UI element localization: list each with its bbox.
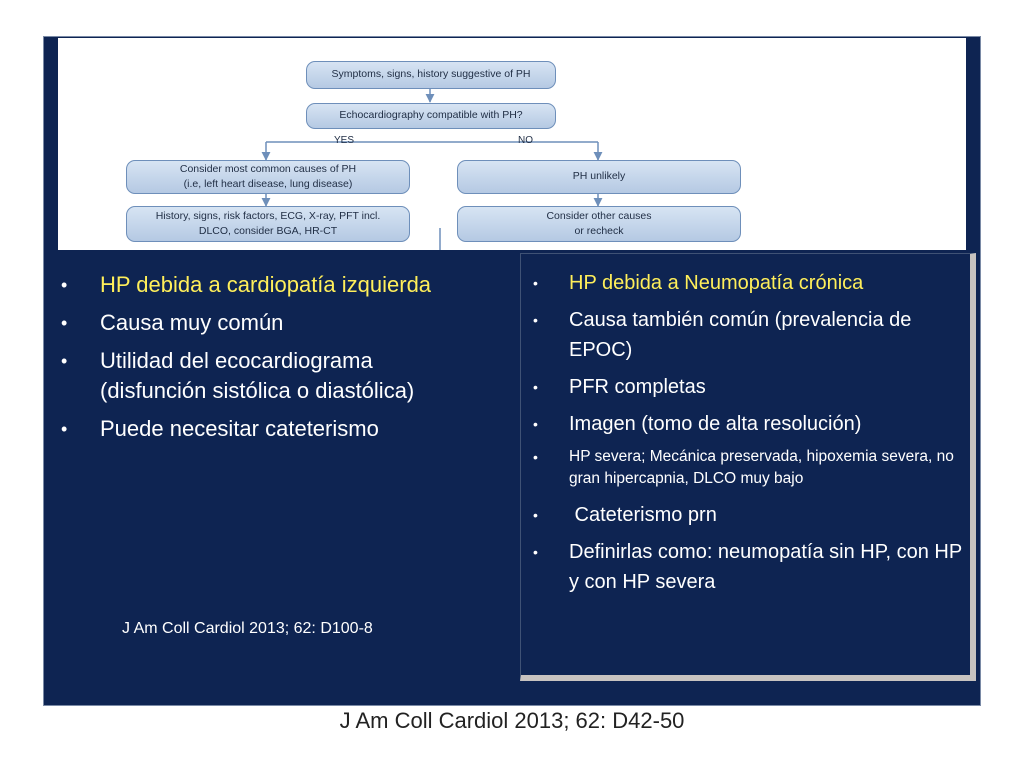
- flowchart: Symptoms, signs, history suggestive of P…: [58, 38, 966, 250]
- right-item: Definirlas como: neumopatía sin HP, con …: [533, 537, 963, 597]
- right-panel: HP debida a Neumopatía crónica Causa tam…: [520, 253, 976, 681]
- label-no: NO: [518, 135, 533, 146]
- right-item: HP severa; Mecánica preservada, hipoxemi…: [533, 446, 963, 490]
- flow-box-common-causes: Consider most common causes of PH (i.e, …: [126, 160, 410, 194]
- flow-box-other-causes: Consider other causes or recheck: [457, 206, 741, 242]
- footer-citation: J Am Coll Cardiol 2013; 62: D42-50: [339, 708, 685, 733]
- flow-box-echo: Echocardiography compatible with PH?: [306, 103, 556, 129]
- left-item-heading: HP debida a cardiopatía izquierda: [60, 270, 480, 300]
- right-item: Causa también común (prevalencia de EPOC…: [533, 305, 963, 365]
- flowchart-connectors: [261, 89, 603, 250]
- left-item: Puede necesitar cateterismo: [60, 414, 480, 444]
- right-bullet-list: HP debida a Neumopatía crónica Causa tam…: [533, 268, 963, 604]
- left-citation: J Am Coll Cardiol 2013; 62: D100-8: [122, 620, 373, 637]
- left-item: Causa muy común: [60, 308, 480, 338]
- flow-box-unlikely: PH unlikely: [457, 160, 741, 194]
- right-item: Imagen (tomo de alta resolución): [533, 409, 963, 439]
- right-item-heading: HP debida a Neumopatía crónica: [533, 268, 963, 298]
- left-item: Utilidad del ecocardiograma (disfunción …: [60, 346, 480, 406]
- right-item: PFR completas: [533, 372, 963, 402]
- right-item: Cateterismo prn: [533, 500, 963, 530]
- flow-box-symptoms: Symptoms, signs, history suggestive of P…: [306, 61, 556, 89]
- label-yes: YES: [334, 135, 355, 146]
- left-bullet-list: HP debida a cardiopatía izquierda Causa …: [60, 270, 480, 452]
- flow-box-history: History, signs, risk factors, ECG, X-ray…: [126, 206, 410, 242]
